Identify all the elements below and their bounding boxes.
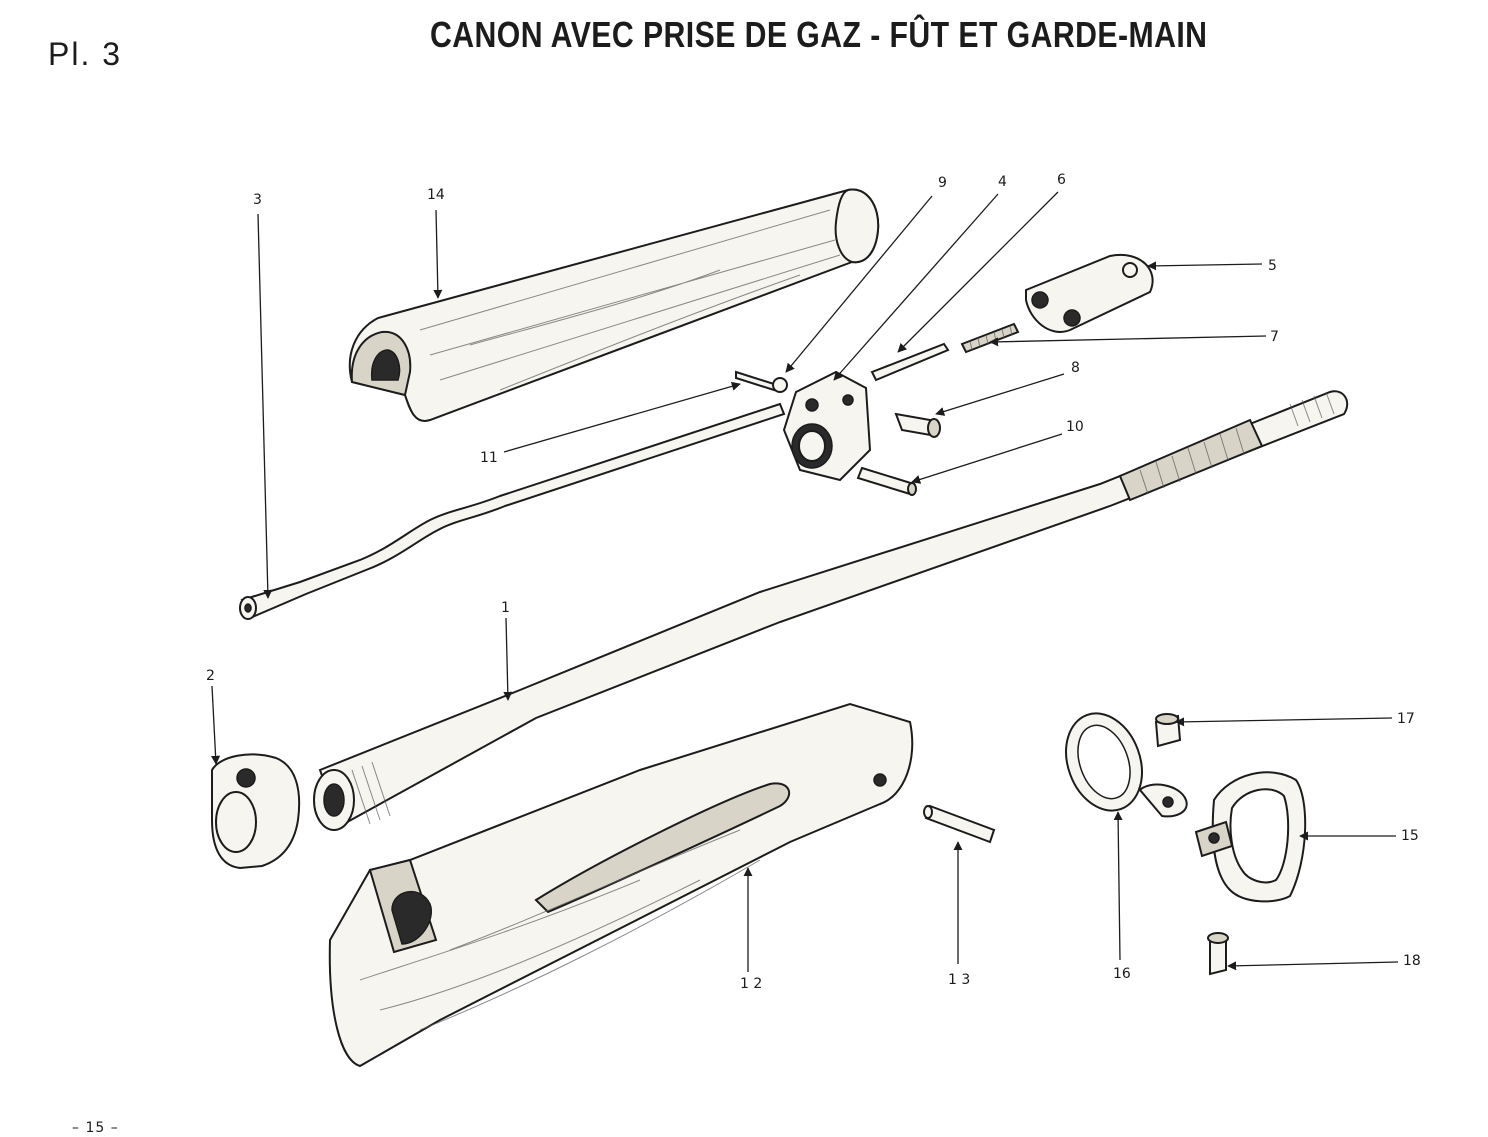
screw-part-18 bbox=[1207, 932, 1229, 976]
barrel-part-1 bbox=[313, 390, 1349, 831]
callout-10: 10 bbox=[1066, 419, 1084, 435]
callout-15: 15 bbox=[1401, 828, 1419, 844]
spring-part-7 bbox=[960, 322, 1020, 354]
leader-lines bbox=[211, 191, 1399, 972]
plate-number: Pl. 3 bbox=[48, 36, 123, 72]
callout-4: 4 bbox=[998, 174, 1007, 190]
piston-link-part-5 bbox=[1025, 253, 1154, 333]
callout-6: 6 bbox=[1057, 172, 1066, 188]
gas-rod-part-3 bbox=[239, 402, 786, 620]
handguard-part-14 bbox=[348, 188, 880, 422]
gas-block-part-4 bbox=[782, 370, 872, 482]
callout-17: 17 bbox=[1397, 711, 1415, 727]
page-number: – 15 – bbox=[72, 1120, 119, 1136]
clip-part-9 bbox=[735, 370, 788, 393]
callout-9: 9 bbox=[938, 175, 947, 191]
pin-part-13 bbox=[923, 804, 996, 844]
pin-part-10 bbox=[856, 466, 917, 496]
callout-12: 1 2 bbox=[740, 976, 762, 992]
callout-11: 11 bbox=[480, 450, 498, 466]
callout-1: 1 bbox=[501, 600, 510, 616]
pin-part-6 bbox=[870, 342, 950, 382]
callout-5: 5 bbox=[1268, 258, 1277, 274]
callout-13: 1 3 bbox=[948, 972, 970, 988]
plate-title: CANON AVEC PRISE DE GAZ - FÛT ET GARDE-M… bbox=[430, 14, 1208, 55]
bushing-part-17 bbox=[1154, 713, 1182, 748]
cylinder-part-8 bbox=[894, 412, 941, 438]
callout-14: 14 bbox=[427, 187, 445, 203]
callout-7: 7 bbox=[1270, 329, 1279, 345]
callout-8: 8 bbox=[1071, 360, 1080, 376]
swivel-ring-part-16 bbox=[1065, 712, 1188, 818]
nut-part-2 bbox=[211, 753, 301, 870]
callout-3: 3 bbox=[253, 192, 262, 208]
callout-18: 18 bbox=[1403, 953, 1421, 969]
callout-16: 16 bbox=[1113, 966, 1131, 982]
callout-labels: 3 14 9 4 6 5 7 8 10 11 1 2 1 2 1 3 16 17… bbox=[206, 172, 1421, 992]
stock-part-12 bbox=[328, 702, 914, 1068]
band-part-15 bbox=[1194, 771, 1307, 903]
callout-2: 2 bbox=[206, 668, 215, 684]
